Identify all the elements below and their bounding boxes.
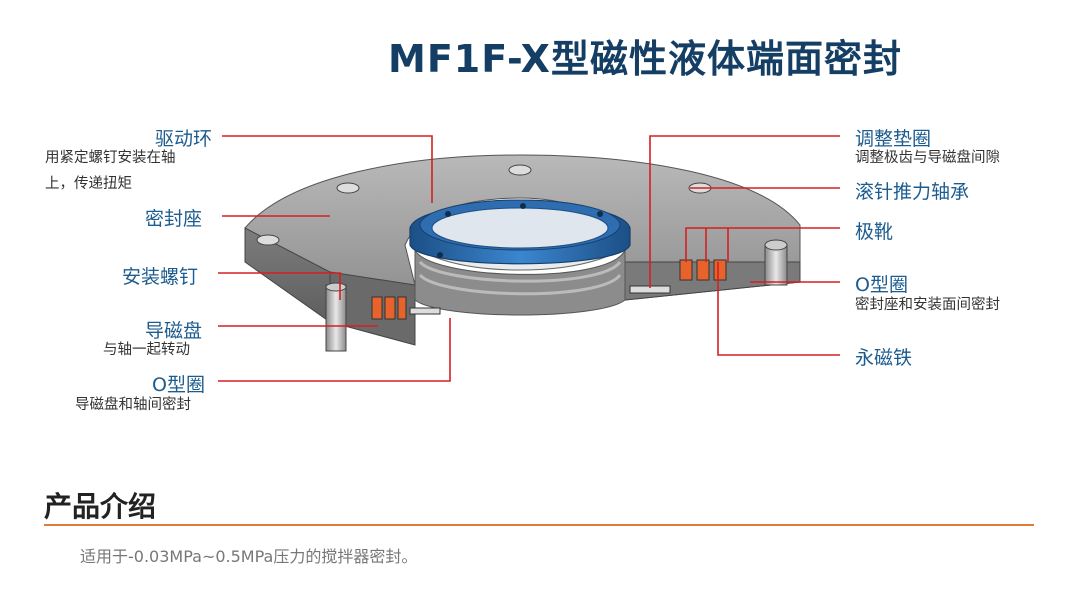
section-title: 产品介绍: [44, 490, 157, 523]
leader-lines-left: [218, 135, 451, 382]
install-screw-right: [764, 239, 788, 286]
top-screws: [256, 164, 712, 246]
label-seal-seat: 密封座: [145, 208, 203, 230]
section-divider: [44, 524, 1034, 526]
desc-adjust-washer: 调整极齿与导磁盘间隙: [855, 150, 1000, 166]
label-magnet: 永磁铁: [855, 347, 913, 369]
label-install-screw: 安装螺钉: [122, 266, 199, 288]
leader-lines-right: [649, 135, 840, 356]
drive-ring-blue: [409, 199, 631, 265]
section-text: 适用于-0.03MPa~0.5MPa压力的搅拌器密封。: [80, 547, 418, 566]
label-pole-shoe: 极靴: [855, 221, 894, 243]
desc-magnetic-disc: 与轴一起转动: [103, 342, 190, 358]
label-drive-ring: 驱动环: [154, 128, 212, 150]
label-adjust-washer: 调整垫圈: [855, 128, 932, 150]
desc-o-ring-left: 导磁盘和轴间密封: [75, 397, 191, 413]
seal-cutaway-diagram: [218, 135, 840, 382]
magnet-stack-left: [371, 296, 441, 320]
page-title: MF1F-X型磁性液体端面密封: [388, 37, 902, 81]
install-screw-left: [325, 282, 347, 352]
label-o-ring-right: O型圈: [855, 274, 908, 296]
label-o-ring-left: O型圈: [152, 374, 205, 396]
desc-o-ring-right: 密封座和安装面间密封: [855, 297, 1000, 313]
desc-drive-ring-1: 用紧定螺钉安装在轴: [45, 150, 176, 166]
desc-drive-ring-2: 上，传递扭矩: [45, 176, 132, 192]
label-magnetic-disc: 导磁盘: [145, 320, 203, 342]
label-needle-bearing: 滚针推力轴承: [855, 181, 970, 203]
